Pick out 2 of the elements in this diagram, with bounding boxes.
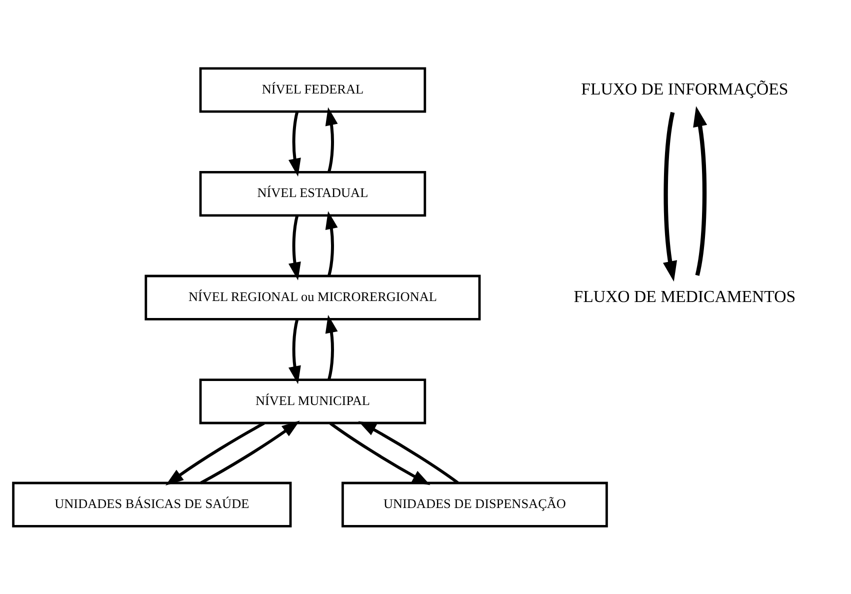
legend-label: FLUXO DE INFORMAÇÕES xyxy=(581,79,788,98)
legend-label: FLUXO DE MEDICAMENTOS xyxy=(574,287,796,306)
